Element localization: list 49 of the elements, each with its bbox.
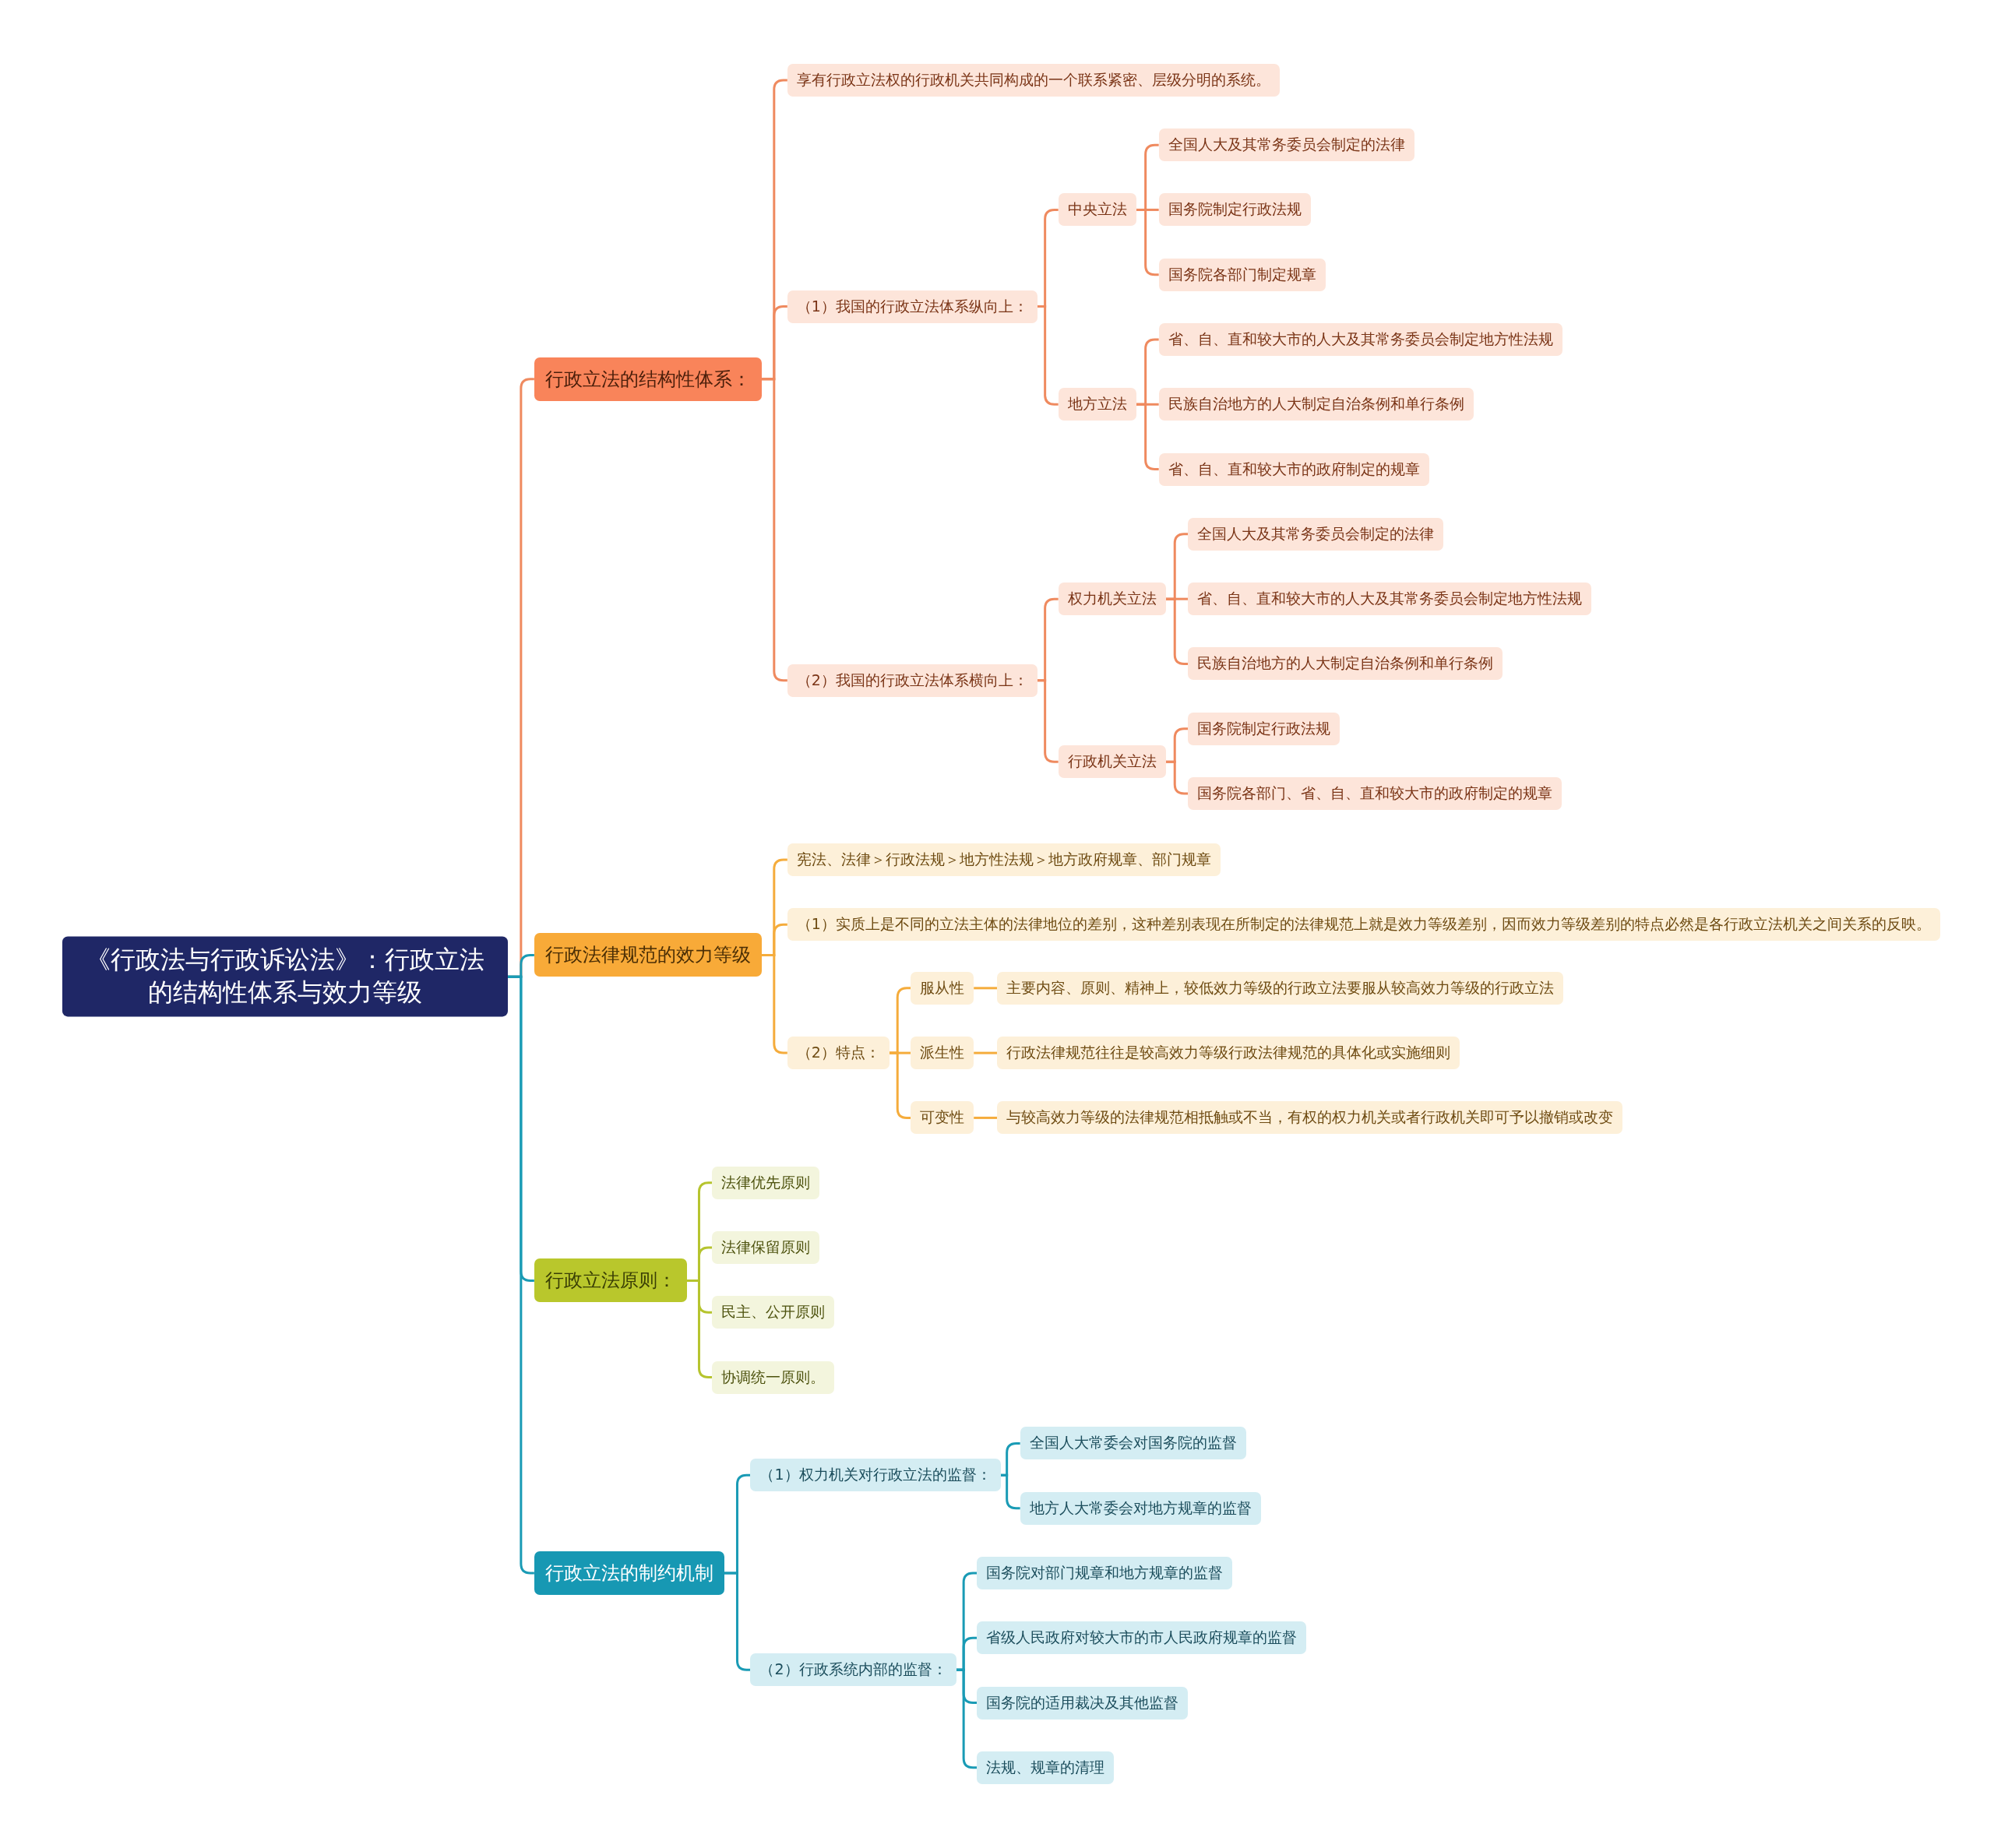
subtopic: （2）我国的行政立法体系横向上：	[787, 664, 1038, 697]
subtopic: 全国人大及其常务委员会制定的法律	[1158, 128, 1414, 162]
subtopic: 省、自、直和较大市的人大及其常务委员会制定地方性法规	[1188, 583, 1592, 616]
subtopic: 行政法律规范往往是较高效力等级行政法律规范的具体化或实施细则	[997, 1037, 1460, 1070]
connector	[1000, 1473, 1020, 1510]
subtopic: 国务院的适用裁决及其他监督	[977, 1686, 1189, 1720]
subtopic: 宪法、法律＞行政法规＞地方性法规＞地方政府规章、部门规章	[787, 843, 1221, 876]
subtopic: （1）权力机关对行政立法的监督：	[750, 1459, 1001, 1492]
connector	[974, 1116, 998, 1119]
subtopic: 民族自治地方的人大制定自治条例和单行条例	[1158, 388, 1474, 421]
subtopic: 法规、规章的清理	[977, 1751, 1115, 1784]
subtopic: （2）特点：	[787, 1037, 890, 1070]
connector	[1165, 760, 1189, 795]
subtopic: 全国人大及其常务委员会制定的法律	[1188, 517, 1444, 551]
subtopic: 国务院各部门、省、自、直和较大市的政府制定的规章	[1188, 777, 1562, 810]
subtopic: 地方立法	[1058, 388, 1136, 421]
subtopic: 法律优先原则	[712, 1166, 820, 1199]
branch-topic: 行政立法的结构性体系：	[534, 357, 762, 401]
subtopic: 地方人大常委会对地方规章的监督	[1020, 1491, 1261, 1525]
subtopic: 国务院制定行政法规	[1188, 712, 1340, 745]
subtopic: 服从性	[911, 971, 974, 1005]
subtopic: 派生性	[911, 1037, 974, 1070]
subtopic: 协调统一原则。	[712, 1360, 835, 1394]
subtopic: 享有行政立法权的行政机关共同构成的一个联系紧密、层级分明的系统。	[787, 63, 1280, 97]
subtopic: 权力机关立法	[1058, 583, 1166, 616]
connector	[974, 987, 998, 990]
subtopic: 省、自、直和较大市的政府制定的规章	[1158, 452, 1429, 486]
subtopic: 民族自治地方的人大制定自治条例和单行条例	[1188, 647, 1503, 681]
subtopic: 民主、公开原则	[712, 1296, 835, 1329]
subtopic: 法律保留原则	[712, 1230, 820, 1264]
root-topic: 《行政法与行政诉讼法》：行政立法的结构性体系与效力等级	[62, 936, 508, 1017]
branch-topic: 行政立法原则：	[534, 1258, 687, 1303]
subtopic: 中央立法	[1058, 193, 1136, 227]
subtopic: 行政机关立法	[1058, 745, 1166, 779]
branch-topic: 行政法律规范的效力等级	[534, 933, 762, 977]
subtopic: 省级人民政府对较大市的市人民政府规章的监督	[977, 1621, 1307, 1655]
subtopic: 全国人大常委会对国务院的监督	[1020, 1427, 1246, 1460]
subtopic: 省、自、直和较大市的人大及其常务委员会制定地方性法规	[1158, 323, 1562, 356]
subtopic: （2）行政系统内部的监督：	[750, 1653, 956, 1687]
subtopic: （1）我国的行政立法体系纵向上：	[787, 290, 1038, 323]
connector	[974, 1051, 998, 1054]
subtopic: 可变性	[911, 1101, 974, 1135]
branch-topic: 行政立法的制约机制	[534, 1551, 724, 1595]
subtopic: （1）实质上是不同的立法主体的法律地位的差别，这种差别表现在所制定的法律规范上就是效力等级差别，因而效力等级差别的特点必然是各行政立法机关之间关系的反映。	[787, 908, 1940, 942]
subtopic: 主要内容、原则、精神上，较低效力等级的行政立法要服从较高效力等级的行政立法	[997, 971, 1564, 1005]
subtopic: 国务院制定行政法规	[1158, 193, 1311, 227]
subtopic: 国务院对部门规章和地方规章的监督	[977, 1557, 1233, 1589]
subtopic: 与较高效力等级的法律规范相抵触或不当，有权的权力机关或者行政机关即可予以撤销或改变	[997, 1101, 1623, 1135]
subtopic: 国务院各部门制定规章	[1158, 258, 1326, 291]
